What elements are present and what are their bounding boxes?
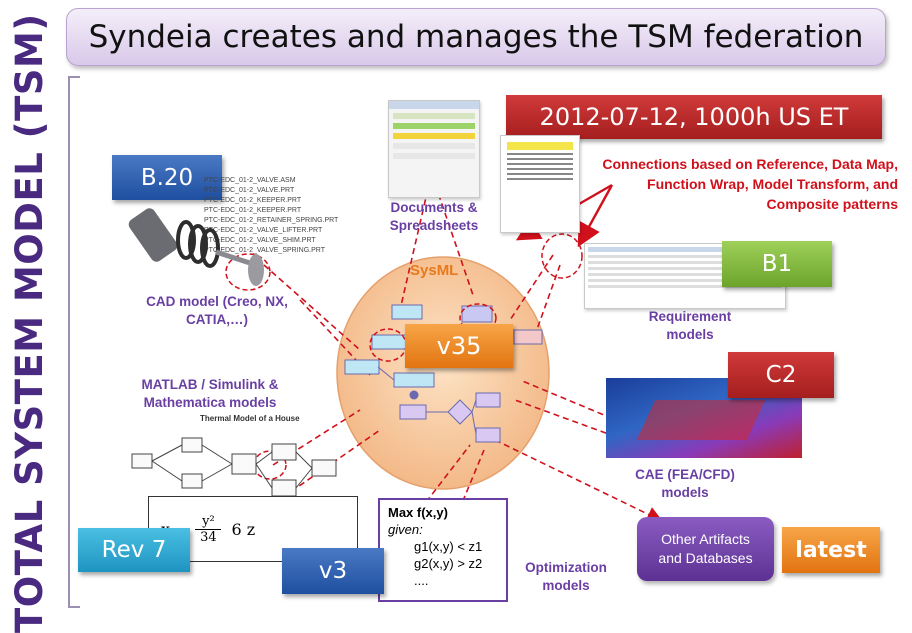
cad-file-list: PTC-EDC_01-2_VALVE.ASM PTC-EDC_01-2_VALV… — [204, 176, 339, 256]
simulink-title: Thermal Model of a House — [200, 414, 300, 423]
formula-rhs: 6 z — [231, 519, 256, 539]
diagram-canvas — [218, 146, 686, 574]
date-badge: 2012-07-12, 1000h US ET — [506, 95, 882, 139]
opt-given: given: — [388, 522, 423, 537]
cad-file: PTC-EDC_01-2_VALVE_SHIM.PRT — [204, 237, 316, 244]
formula-den: 34 — [195, 528, 222, 545]
documents-label: Documents & Spreadsheets — [389, 200, 479, 233]
cad-file: PTC-EDC_01-2_RETAINER_SPRING.PRT — [204, 217, 339, 224]
formula-num: y² — [202, 513, 215, 529]
matlab-badge: Rev 7 — [78, 528, 190, 572]
opt-constraint-2: g2(x,y) > z2 — [414, 556, 483, 571]
page-title: Syndeia creates and manages the TSM fede… — [66, 8, 886, 66]
matlab-label: MATLAB / Simulink & Mathematica models — [141, 377, 279, 410]
left-bracket — [68, 76, 80, 608]
cad-file: PTC-EDC_01-2_KEEPER.PRT — [204, 197, 302, 204]
other-badge: latest — [782, 527, 880, 573]
cad-label: CAD model (Creo, NX, CATIA,…) — [146, 294, 288, 327]
optimization-badge: v3 — [282, 548, 384, 594]
document-thumbnail — [500, 135, 580, 233]
cad-file: PTC-EDC_01-2_KEEPER.PRT — [204, 207, 302, 214]
other-artifacts-box: Other Artifacts and Databases — [637, 517, 774, 581]
opt-constraint-1: g1(x,y) < z1 — [414, 539, 483, 554]
requirement-badge: B1 — [722, 241, 832, 287]
requirement-label: Requirement models — [648, 309, 732, 342]
cad-badge: B.20 — [112, 155, 222, 200]
connections-text: Connections based on Reference, Data Map… — [602, 156, 898, 212]
optimization-label: Optimization models — [525, 560, 607, 593]
spreadsheet-thumbnail — [388, 100, 480, 198]
sysml-label: SysML — [410, 262, 459, 279]
simulink-diagram — [122, 424, 352, 524]
optimization-box: Max f(x,y) given: g1(x,y) < z1 g2(x,y) >… — [378, 498, 508, 602]
valve-image — [128, 208, 264, 286]
cad-file: PTC-EDC_01-2_VALVE_LIFTER.PRT — [204, 227, 323, 234]
cad-file: PTC-EDC_01-2_VALVE_SPRING.PRT — [204, 247, 325, 254]
opt-dots: .... — [414, 573, 429, 588]
cad-file: PTC-EDC_01-2_VALVE.ASM — [204, 177, 296, 184]
sysml-version-badge: v35 — [405, 324, 513, 368]
sysml-blocks — [344, 304, 543, 443]
cae-badge: C2 — [728, 352, 834, 398]
cad-file: PTC-EDC_01-2_VALVE.PRT — [204, 187, 295, 194]
cae-label: CAE (FEA/CFD) models — [635, 467, 735, 500]
opt-max: Max f(x,y) — [388, 505, 448, 520]
